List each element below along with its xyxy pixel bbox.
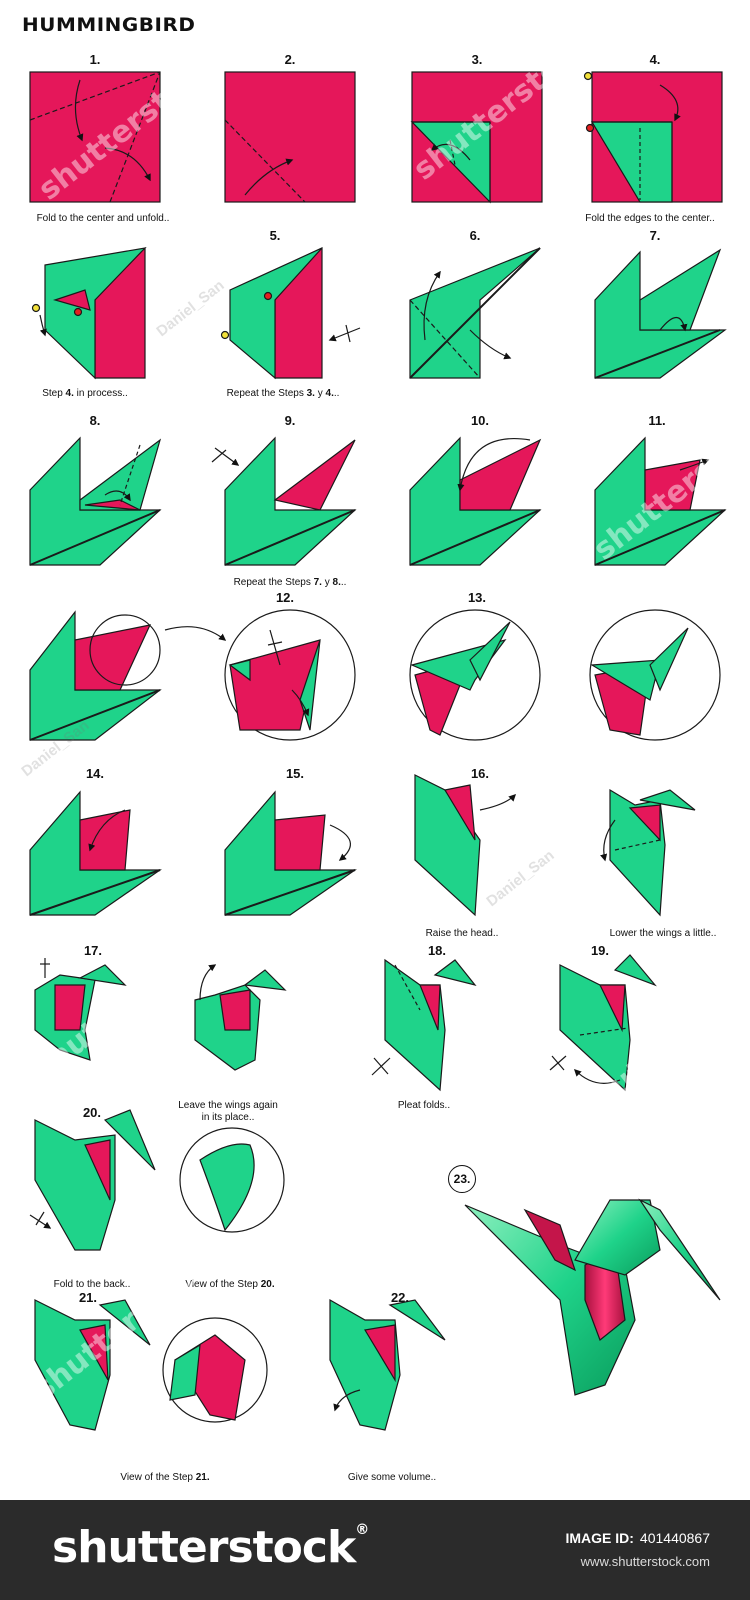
step-17b-figure	[194, 964, 287, 1071]
step-number: 19.	[590, 943, 610, 958]
step-number: 10.	[470, 413, 490, 428]
step-number: 7.	[649, 228, 661, 243]
caption-step-5: Repeat the Steps 3. y 4...	[226, 388, 340, 399]
step-23-figure	[464, 1198, 721, 1396]
step-16-figure	[414, 774, 517, 917]
step-22-figure	[329, 1298, 446, 1431]
step-number: 14.	[85, 766, 105, 781]
image-id-label: IMAGE ID:	[565, 1530, 634, 1546]
step-number: 9.	[284, 413, 296, 428]
step-16b-figure	[600, 788, 696, 917]
step-17-figure	[34, 958, 127, 1061]
step-8-figure	[29, 436, 162, 566]
step-number-circled: 23.	[448, 1165, 476, 1193]
step-7-figure	[594, 248, 727, 379]
step-number: 6.	[469, 228, 481, 243]
step-number: 1.	[89, 52, 101, 67]
step-15-figure	[224, 790, 357, 916]
step-4-process-figure	[31, 247, 147, 380]
caption-step-4: Fold the edges to the center..	[585, 213, 715, 224]
step-4-figure	[583, 71, 723, 203]
step-number: 17.	[83, 943, 103, 958]
image-id-block: IMAGE ID: 401440867 www.shutterstock.com	[565, 1530, 710, 1569]
caption-step-16b: Lower the wings a little..	[609, 928, 717, 939]
image-id-value: 401440867	[639, 1530, 710, 1546]
caption-step-4-process: Step 4. in process..	[42, 388, 128, 399]
step-12-figure	[224, 609, 356, 741]
step-number: 18.	[427, 943, 447, 958]
step-number: 16.	[470, 766, 490, 781]
step-20-view-figure	[179, 1127, 285, 1233]
site-url[interactable]: www.shutterstock.com	[580, 1554, 710, 1569]
caption-step-16: Raise the head..	[425, 928, 499, 939]
step-11b-figure	[29, 610, 227, 741]
footer-bar: shutterstock® IMAGE ID: 401440867 www.shu…	[0, 1500, 750, 1600]
step-number: 3.	[471, 52, 483, 67]
step-number: 11.	[648, 413, 666, 428]
step-number: 8.	[89, 413, 101, 428]
step-number: 2.	[284, 52, 296, 67]
caption-step-18: Pleat folds..	[397, 1100, 451, 1111]
step-6-figure	[409, 247, 541, 379]
brand-logo: shutterstock®	[52, 1522, 369, 1573]
step-20-figure	[29, 1109, 156, 1251]
caption-step-20: Fold to the back..	[53, 1279, 131, 1290]
step-2-figure	[224, 71, 356, 203]
step-18-figure	[371, 958, 477, 1092]
step-13b-figure	[589, 609, 721, 741]
page-title: HUMMINGBIRD	[22, 14, 196, 36]
step-number: 15.	[285, 766, 305, 781]
step-9-figure	[211, 436, 357, 566]
step-21-figure	[34, 1299, 268, 1431]
step-number: 22.	[390, 1290, 410, 1305]
step-19-figure	[549, 954, 657, 1092]
caption-step-9: Repeat the Steps 7. y 8...	[233, 577, 347, 588]
caption-step-20-view: View of the Step 20.	[185, 1279, 275, 1290]
step-3-figure	[410, 71, 543, 204]
step-14-figure	[29, 790, 162, 916]
step-13-figure	[409, 609, 541, 741]
step-number: 21.	[78, 1290, 98, 1305]
step-number: 12.	[275, 590, 295, 605]
caption-step-1: Fold to the center and unfold..	[36, 213, 170, 224]
step-number: 4.	[649, 52, 661, 67]
step-10-figure	[409, 436, 542, 566]
caption-step-17b: Leave the wings again in its place..	[178, 1100, 278, 1123]
step-number: 13.	[467, 590, 487, 605]
step-number: 20.	[82, 1105, 102, 1120]
step-number: 5.	[269, 228, 281, 243]
step-11-figure	[594, 436, 727, 566]
step-number: 23.	[453, 1172, 471, 1186]
caption-step-21-view: View of the Step 21.	[120, 1472, 210, 1483]
caption-step-22: Give some volume..	[347, 1472, 437, 1483]
origami-diagram	[29, 71, 727, 1431]
step-1-figure	[29, 71, 161, 203]
step-5-figure	[220, 247, 361, 380]
